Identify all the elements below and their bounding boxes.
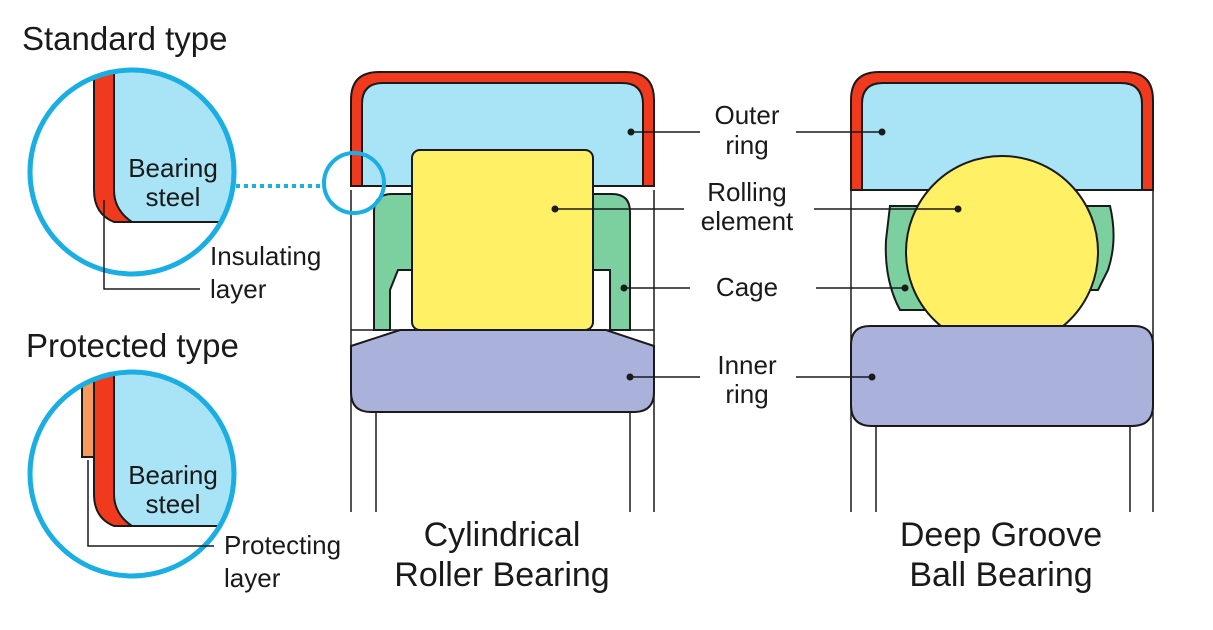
- protecting-layer-label-line2: layer: [224, 563, 281, 593]
- part-labels: Outer ring Rolling element Cage Inner ri…: [701, 100, 794, 409]
- standard-callout-circle: [27, 67, 237, 277]
- dg-caption-line2: Ball Bearing: [909, 556, 1092, 594]
- protected-callout-circle: [27, 369, 237, 579]
- deep-groove-ball-bearing: Deep Groove Ball Bearing: [796, 71, 1154, 594]
- insulating-layer-leader: [103, 200, 200, 290]
- rolling-element-label-line1: Rolling: [707, 177, 787, 207]
- dg-outer-ring: [861, 82, 1143, 191]
- cyl-magnify-circle: [322, 151, 386, 215]
- insulating-layer-label-line1: Insulating: [210, 241, 321, 271]
- dg-ball: [905, 155, 1099, 349]
- cyl-inner-ring: [350, 329, 655, 413]
- protected-type-magnified-view: Bearing steel: [27, 369, 237, 579]
- standard-material-label-line2: steel: [146, 182, 201, 212]
- protecting-layer-label-line1: Protecting: [224, 530, 341, 560]
- cylindrical-roller-bearing: Cylindrical Roller Bearing: [322, 71, 700, 594]
- standard-type-magnified-view: Bearing steel: [27, 67, 237, 277]
- standard-material-label-line1: Bearing: [128, 153, 218, 183]
- dg-caption-line1: Deep Groove: [900, 516, 1102, 554]
- protected-type-title: Protected type: [26, 327, 239, 364]
- cyl-caption-line1: Cylindrical: [424, 516, 581, 554]
- cyl-caption-line2: Roller Bearing: [394, 556, 609, 594]
- outer-ring-label-line1: Outer: [714, 100, 779, 130]
- standard-type-title: Standard type: [22, 20, 227, 57]
- cage-label: Cage: [716, 272, 778, 302]
- protected-material-label-line2: steel: [146, 489, 201, 519]
- outer-ring-label-line2: ring: [725, 130, 768, 160]
- rolling-element-label-line2: element: [701, 206, 794, 236]
- inner-ring-label-line2: ring: [725, 379, 768, 409]
- dg-inner-ring: [850, 325, 1154, 427]
- insulating-layer-label-line2: layer: [210, 274, 267, 304]
- inner-ring-label-line1: Inner: [717, 350, 777, 380]
- protecting-layer-leader: [87, 460, 214, 547]
- protected-material-label-line1: Bearing: [128, 460, 218, 490]
- cyl-roller: [411, 149, 594, 331]
